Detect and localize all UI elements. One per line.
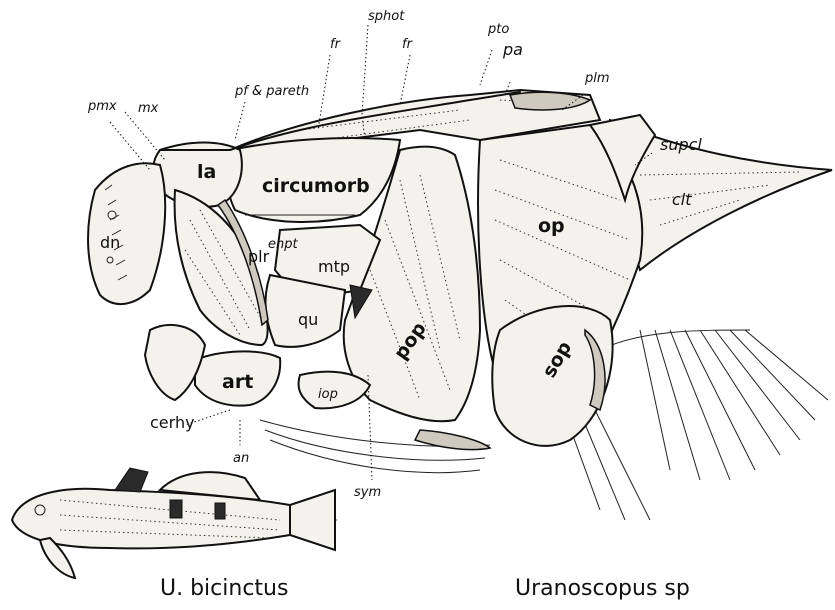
label-mtp: mtp — [318, 257, 350, 276]
label-mx: mx — [138, 101, 159, 116]
ceratohyal-bone — [145, 325, 205, 400]
label-plm: plm — [584, 71, 610, 86]
label-sym: sym — [354, 485, 381, 500]
label-cerhy: cerhy — [150, 413, 195, 432]
captions: U. bicinctus Uranoscopus sp — [160, 576, 690, 601]
label-dn: dn — [100, 233, 120, 252]
label-circumorb: circumorb — [262, 175, 370, 197]
label-an: an — [233, 451, 249, 466]
label-pa: pa — [502, 40, 523, 59]
label-pf-pareth: pf & pareth — [234, 84, 309, 99]
label-supcl: supcl — [660, 135, 702, 154]
label-la: la — [197, 161, 216, 183]
label-fr-left: fr — [330, 37, 342, 52]
caption-left: U. bicinctus — [160, 576, 288, 601]
fish-tail — [290, 490, 335, 550]
caption-right: Uranoscopus sp — [515, 576, 690, 601]
fish-body — [12, 489, 335, 549]
label-pmx: pmx — [87, 99, 117, 114]
branchiostegal-rays — [260, 420, 490, 473]
label-clt: clt — [672, 190, 692, 209]
label-art: art — [222, 371, 253, 393]
fish-dorsal-spine — [115, 468, 148, 492]
label-iop: iop — [318, 387, 338, 402]
label-sphot: sphot — [368, 9, 405, 24]
label-fr-right: fr — [402, 37, 414, 52]
whole-fish-sketch — [12, 468, 335, 578]
label-plr: plr — [248, 247, 270, 266]
skull-drawing — [88, 90, 832, 520]
label-pto: pto — [487, 22, 509, 37]
label-enpt: enpt — [268, 237, 298, 252]
label-op: op — [538, 215, 565, 237]
label-qu: qu — [298, 310, 318, 329]
